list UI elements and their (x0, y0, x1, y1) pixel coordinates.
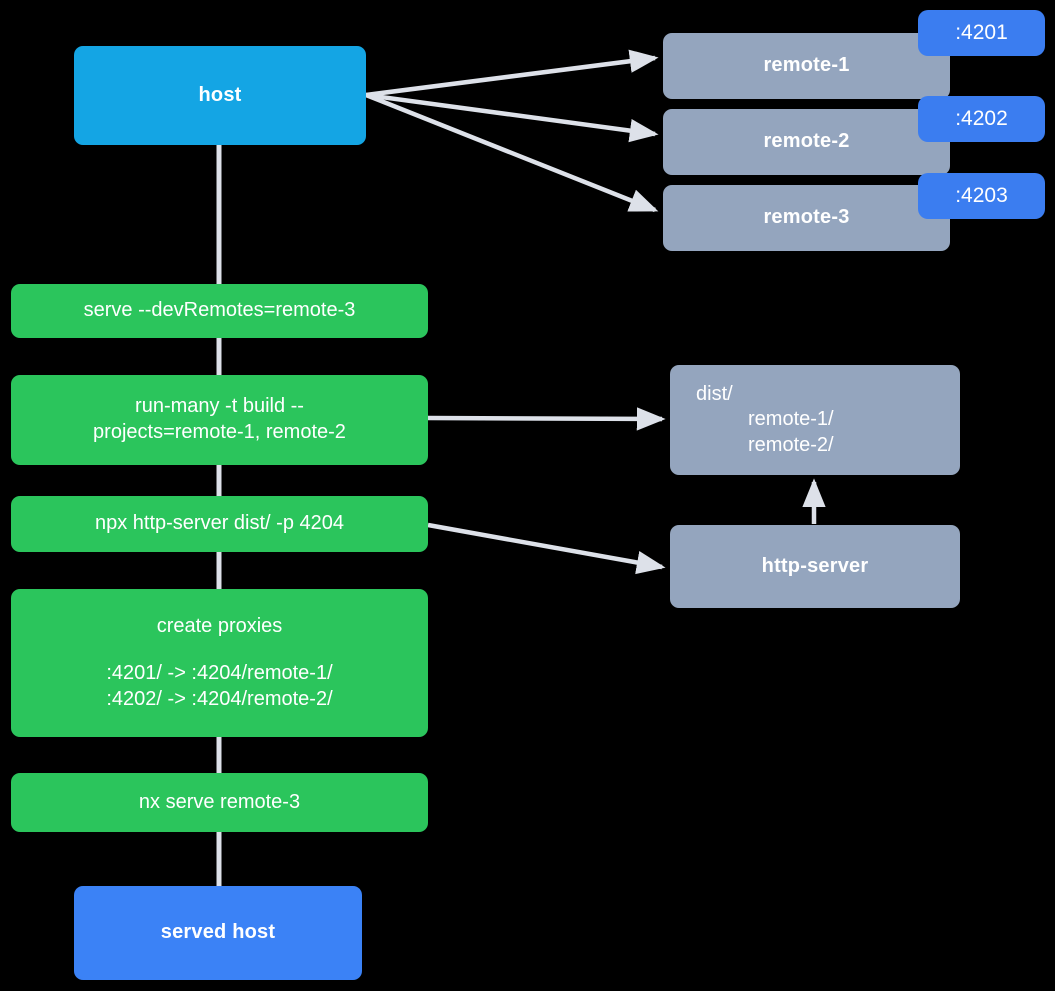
node-remote-3-label: remote-3 (763, 206, 850, 229)
port-badge-remote-2-label: :4202 (955, 107, 1008, 130)
node-http-server-label: http-server (761, 554, 869, 577)
node-served-host[interactable]: served host (74, 886, 362, 980)
port-badge-remote-2: :4202 (918, 96, 1045, 142)
node-remote-1[interactable]: remote-1 (663, 33, 950, 99)
command-line: nx serve remote-3 (138, 790, 301, 813)
node-host-label: host (198, 83, 242, 106)
port-badge-remote-3: :4203 (918, 173, 1045, 219)
port-badge-remote-3-label: :4203 (955, 184, 1008, 207)
command-line: npx http-server dist/ -p 4204 (94, 512, 344, 535)
port-badge-remote-1: :4201 (918, 10, 1045, 56)
dist-child-label: remote-2/ (748, 433, 834, 456)
dist-child-label: remote-1/ (748, 408, 834, 431)
port-badge-remote-1-label: :4201 (955, 21, 1008, 44)
command-line: projects=remote-1, remote-2 (93, 421, 346, 443)
dist-root-label: dist/ (696, 382, 733, 405)
node-remote-2[interactable]: remote-2 (663, 109, 950, 175)
node-remote-3[interactable]: remote-3 (663, 185, 950, 251)
command-line: serve --devRemotes=remote-3 (83, 299, 356, 322)
node-remote-2-label: remote-2 (763, 130, 850, 153)
node-remote-1-label: remote-1 (763, 54, 850, 77)
node-command-nx-serve-remote-3[interactable]: nx serve remote-3 (11, 773, 428, 832)
node-command-serve-devremotes[interactable]: serve --devRemotes=remote-3 (11, 284, 428, 338)
edge-npx-to-httpserver (427, 522, 666, 575)
create-proxies-title: create proxies (156, 614, 283, 637)
edge-host-to-remote-1 (365, 49, 659, 98)
proxy-mapping: :4201/ -> :4204/remote-1/ (106, 662, 333, 685)
command-line: run-many -t build -- (135, 395, 304, 418)
node-served-host-label: served host (160, 921, 276, 944)
node-command-npx-http-server[interactable]: npx http-server dist/ -p 4204 (11, 496, 428, 552)
node-dist-folder[interactable]: dist/ remote-1/ remote-2/ (670, 365, 960, 475)
edge-host-to-remote-3 (365, 92, 659, 213)
node-host[interactable]: host (74, 46, 366, 145)
proxy-mapping: :4202/ -> :4204/remote-2/ (106, 687, 333, 710)
edge-runmany-to-dist (427, 407, 666, 431)
node-command-run-many[interactable]: run-many -t build -- projects=remote-1, … (11, 375, 428, 465)
edge-host-to-remote-2 (365, 92, 659, 143)
node-http-server[interactable]: http-server (670, 525, 960, 608)
node-command-create-proxies[interactable]: create proxies :4201/ -> :4204/remote-1/… (11, 589, 428, 737)
